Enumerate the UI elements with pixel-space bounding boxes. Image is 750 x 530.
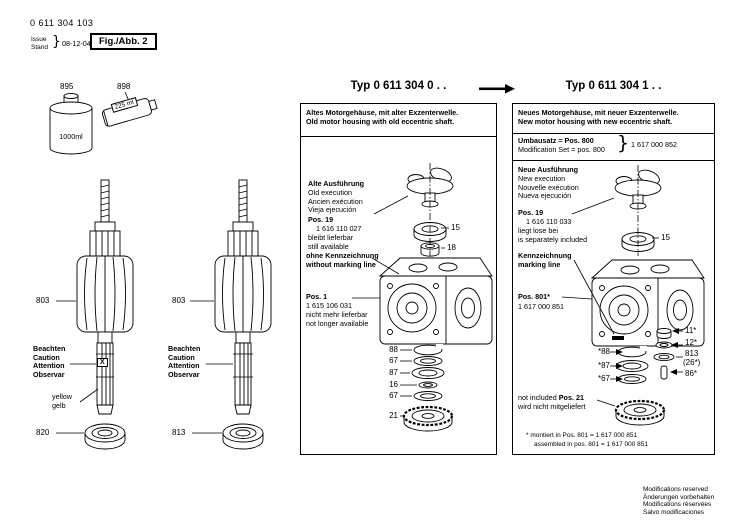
stand-label: Stand	[31, 44, 48, 51]
issue-date: 08-12-04	[62, 39, 91, 48]
pos801-label: Pos. 801*	[518, 292, 550, 301]
old-sleeve-pos: 18	[447, 243, 456, 252]
old-stack-label: 67	[389, 356, 398, 365]
type-transition-arrow-icon	[479, 84, 515, 94]
new-execution-lines: New execution Nouvelle exécution Nueva e…	[518, 174, 579, 201]
new-right-stack-label: 12*	[685, 338, 698, 347]
grease-can-drawing	[49, 93, 93, 155]
tube-pos-label: 898	[117, 82, 131, 91]
old-pos1-label: Pos. 1	[306, 292, 328, 301]
new-type-title: Typ 0 611 304 1 . .	[565, 80, 662, 92]
modset-number: 1 617 000 852	[631, 140, 677, 149]
not-included-note-de: wird nicht mitgeliefert	[518, 402, 586, 411]
modset-line: Modification Set = pos. 800	[518, 145, 605, 154]
leader-lines	[56, 91, 683, 434]
old-stack-label: 87	[389, 368, 398, 377]
parts-stack-new-left-drawing	[615, 346, 649, 384]
old-pos19-number: 1 616 110 027	[316, 224, 362, 233]
bearing-813-drawing	[222, 423, 264, 450]
old-marking-note: ohne Kennzeichnung without marking line	[306, 251, 379, 269]
new-right-stack-label: 86*	[685, 369, 698, 378]
yellow-note: yellow gelb	[52, 392, 72, 410]
footnote-line2: assembled in pos. 801 = 1 617 000 851	[534, 441, 649, 448]
new-left-stack-label: *67	[597, 374, 610, 383]
new-right-stack-label: 11*	[685, 326, 697, 335]
modifications-note: Modifications reserved Änderungen vorbeh…	[643, 486, 715, 516]
doc-number: 0 611 304 103	[30, 18, 94, 28]
old-pos1-number: 1 615 106 031	[306, 301, 352, 310]
new-left-stack-label: *88	[597, 347, 610, 356]
old-pos19-note: bleibt lieferbar still available	[308, 233, 354, 251]
old-heading: Altes Motorgehäuse, mit alter Exzenterwe…	[306, 108, 459, 126]
grease-tube-drawing	[102, 98, 158, 127]
parts-stack-old-drawing	[411, 344, 445, 401]
figure-label: Fig./Abb. 2	[90, 33, 157, 50]
new-pos19-label: Pos. 19	[518, 208, 544, 217]
issue-label: Issue	[31, 36, 47, 43]
old-pos1-note: nicht mehr lieferbar not longer availabl…	[306, 310, 369, 328]
can-volume-label: 1000ml	[59, 132, 83, 141]
caution-note-right: Beachten Caution Attention Observar	[168, 344, 201, 379]
modset-divider	[512, 160, 715, 161]
old-stack-label: 67	[389, 391, 398, 400]
pos801-number: 1 617 000 851	[518, 302, 564, 311]
new-left-stack-label: *87	[597, 361, 610, 370]
caution-note-left: Beachten Caution Attention Observar	[33, 344, 66, 379]
old-stack-label: 16	[389, 380, 398, 389]
old-stack-label: 88	[389, 345, 398, 354]
new-panel-box	[512, 103, 715, 455]
old-heading-divider	[300, 136, 497, 137]
armature-left-pos: 803	[36, 296, 50, 305]
new-heading: Neues Motorgehäuse, mit neuer Exzenterwe…	[518, 108, 679, 126]
old-panel-box	[300, 103, 497, 455]
bearing-820-pos: 820	[36, 428, 50, 437]
old-type-title: Typ 0 611 304 0 . .	[350, 80, 447, 92]
not-included-prefix: not included	[518, 393, 559, 402]
new-execution-title: Neue Ausführung	[518, 165, 579, 174]
new-bearing-pos: 15	[661, 233, 670, 242]
new-right-stack-label: (26*)	[683, 358, 701, 367]
new-heading-divider	[512, 133, 715, 134]
old-bearing-pos: 15	[451, 223, 460, 232]
new-pos19-note: liegt lose bei is separately included	[518, 226, 588, 244]
old-stack-label: 21	[389, 411, 398, 420]
footnote-line1: * montiert in Pos. 801 = 1 617 000 851	[526, 432, 638, 439]
armature-right-pos: 803	[172, 296, 186, 305]
old-pos19-label: Pos. 19	[308, 215, 334, 224]
old-execution-lines: Old execution Ancien exécution Vieja eje…	[308, 188, 363, 215]
new-marking-note: Kennzeichnung marking line	[518, 251, 572, 269]
modset-title: Umbausatz = Pos. 800	[518, 136, 594, 145]
armature-drawing-right	[214, 179, 272, 415]
part-arrow-icons	[616, 328, 679, 382]
marking-line-mark	[612, 336, 624, 340]
armature-drawing-left	[76, 179, 134, 415]
not-included-note: not included Pos. 21	[518, 393, 584, 403]
bearing-813-pos: 813	[172, 428, 186, 437]
new-pos19-number: 1 616 110 033	[526, 217, 572, 226]
x-mark: X	[97, 358, 108, 367]
can-pos-label: 895	[60, 82, 74, 91]
new-right-stack-label: 813	[685, 349, 699, 358]
not-included-pos: Pos. 21	[558, 393, 584, 402]
bearing-820-drawing	[84, 423, 126, 450]
old-execution-title: Alte Ausführung	[308, 179, 365, 188]
modset-brace: }	[617, 132, 630, 154]
parts-stack-new-right-drawing	[653, 328, 675, 380]
issue-brace: }	[52, 34, 61, 50]
